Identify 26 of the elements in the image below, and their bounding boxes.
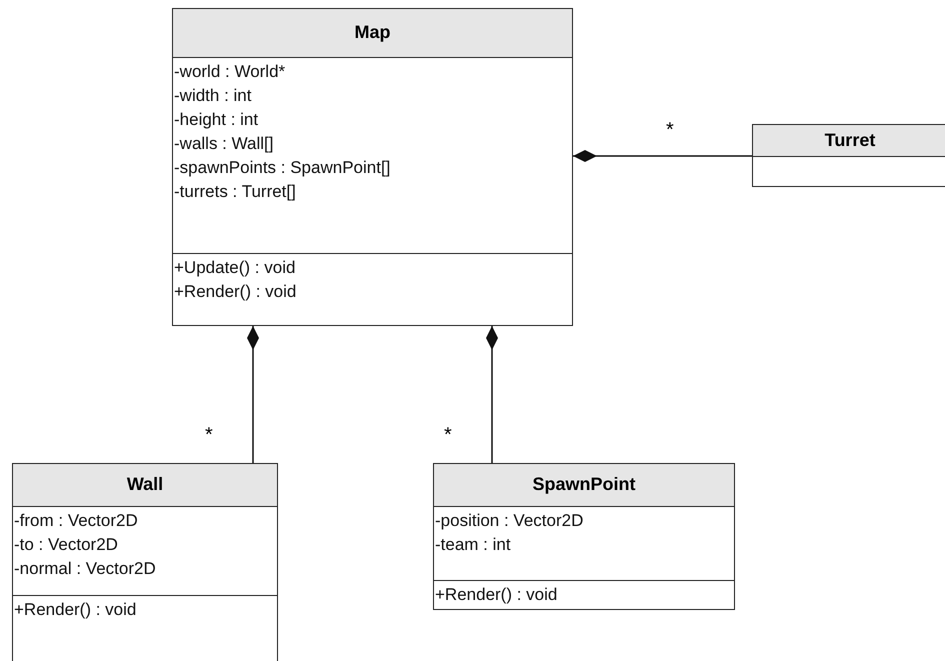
attribute-text: -height : int bbox=[174, 109, 258, 131]
class-name: SpawnPoint bbox=[434, 464, 734, 507]
method-text: +Render() : void bbox=[174, 281, 296, 303]
composition-line bbox=[573, 150, 752, 162]
class-name: Turret bbox=[753, 125, 945, 157]
attribute-text: -team : int bbox=[435, 534, 511, 556]
class-box bbox=[12, 463, 278, 661]
attribute-text: -walls : Wall[] bbox=[174, 133, 274, 155]
class-box bbox=[172, 8, 573, 326]
method-text: +Render() : void bbox=[14, 599, 136, 621]
attribute-text: -position : Vector2D bbox=[435, 510, 584, 532]
attribute-text: -to : Vector2D bbox=[14, 534, 118, 556]
class-name: Wall bbox=[13, 464, 277, 507]
class-box bbox=[752, 124, 945, 187]
attribute-text: -normal : Vector2D bbox=[14, 558, 156, 580]
attribute-text: -width : int bbox=[174, 85, 252, 107]
method-text: +Update() : void bbox=[174, 257, 296, 279]
class-box bbox=[433, 463, 735, 610]
class-name: Map bbox=[173, 9, 572, 58]
attribute-text: -turrets : Turret[] bbox=[174, 181, 296, 203]
attribute-text: -from : Vector2D bbox=[14, 510, 138, 532]
attribute-text: -spawnPoints : SpawnPoint[] bbox=[174, 157, 390, 179]
composition-line bbox=[486, 326, 498, 463]
attribute-text: -world : World* bbox=[174, 61, 286, 83]
composition-line bbox=[247, 326, 259, 463]
method-text: +Render() : void bbox=[435, 584, 558, 606]
